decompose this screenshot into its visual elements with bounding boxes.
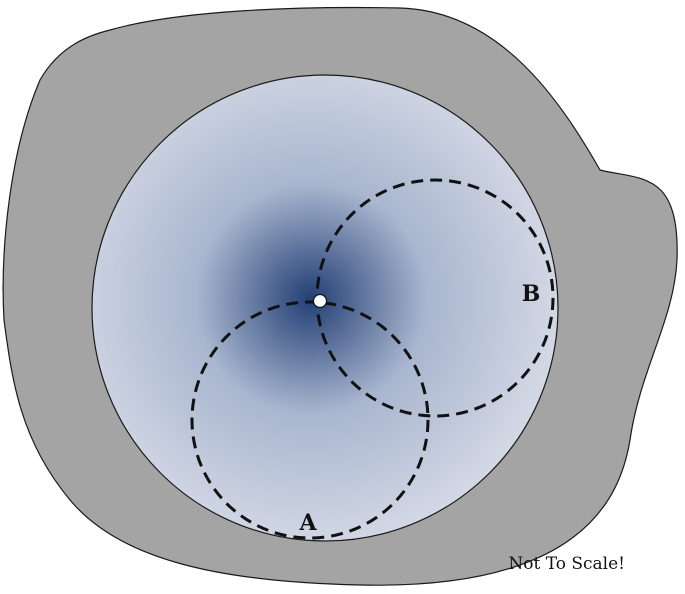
center-point-marker — [312, 293, 328, 309]
circle-a-label: A — [298, 510, 317, 536]
scale-note: Not To Scale! — [508, 554, 625, 574]
circle-b-label: B — [522, 281, 541, 307]
dashed-circle-a — [190, 300, 430, 540]
inner-shaded-disk — [91, 74, 559, 542]
